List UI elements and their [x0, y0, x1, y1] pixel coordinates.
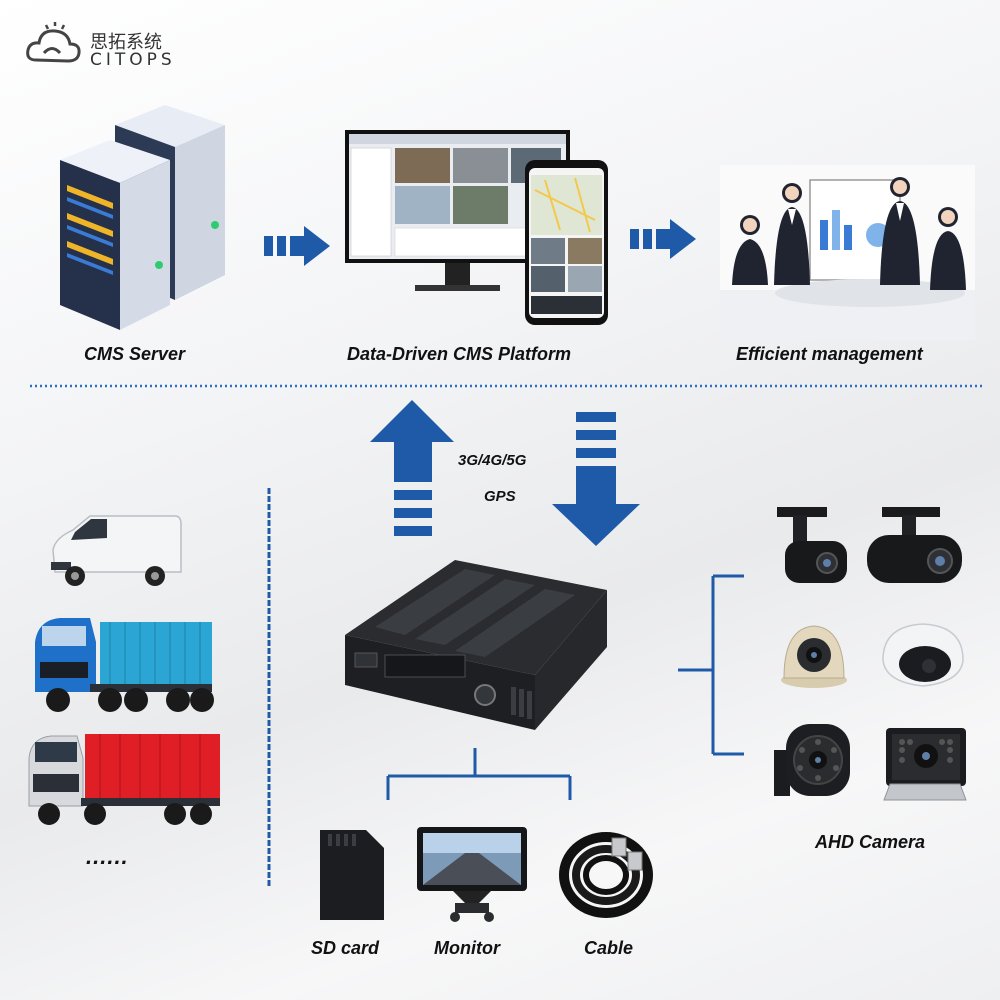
dome-camera-icon — [781, 625, 847, 688]
blue-truck-icon — [35, 618, 214, 712]
arrow-right-icon — [630, 219, 696, 259]
cms-server-icon — [60, 105, 225, 330]
vehicles-separator — [267, 488, 271, 886]
cameras-bracket — [678, 574, 744, 756]
cms-platform-label: Data-Driven CMS Platform — [347, 344, 572, 364]
accessories-bracket — [386, 748, 572, 800]
side-camera-icon — [774, 724, 850, 796]
cms-server-label: CMS Server — [84, 344, 186, 364]
more-vehicles-label: ...... — [86, 844, 129, 869]
sd-card-label: SD card — [311, 938, 380, 958]
cloud-logo-icon — [26, 22, 81, 63]
sd-card-icon — [320, 830, 384, 920]
management-meeting-icon — [720, 165, 975, 340]
download-arrow-icon — [552, 412, 640, 546]
brand-name-en: CITOPS — [90, 50, 176, 70]
monitor-icon — [417, 827, 527, 922]
van-icon — [51, 515, 182, 586]
efficient-management-label: Efficient management — [736, 344, 923, 364]
network-type-label: 3G/4G/5G — [458, 452, 527, 469]
dome-ip-camera-icon — [882, 623, 964, 687]
mini-camera-icon — [777, 507, 847, 583]
gps-label: GPS — [484, 488, 516, 505]
monitor-label: Monitor — [434, 938, 500, 958]
dotted-separator — [30, 384, 985, 388]
cable-label: Cable — [584, 938, 634, 958]
upload-arrow-icon — [370, 400, 454, 536]
cable-icon — [559, 832, 653, 918]
ahd-camera-label: AHD Camera — [815, 832, 926, 852]
mdvr-device-icon — [345, 560, 607, 730]
cms-platform-icon — [345, 130, 608, 325]
arrow-right-icon — [264, 226, 330, 266]
rear-view-camera-icon — [883, 728, 967, 801]
red-truck-icon — [28, 734, 220, 825]
brand-name-cn: 思拓系统 — [90, 32, 162, 53]
bullet-camera-icon — [867, 507, 962, 583]
